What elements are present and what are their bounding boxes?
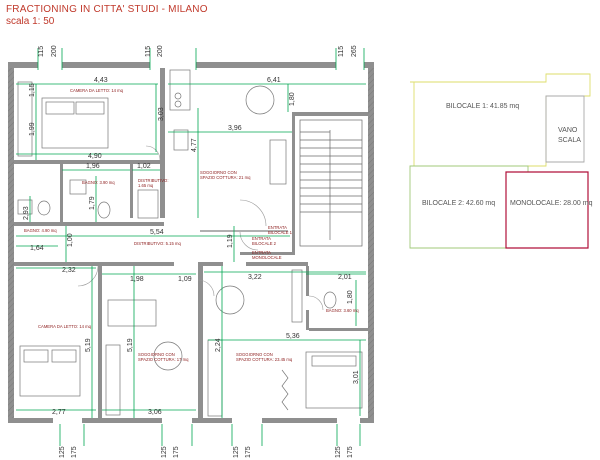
room-label-entrata-2: ENTRATA BILOCALE 2 [252, 236, 277, 246]
room-label-soggiorno-2: SOGGIORNO CON SPAZIO COTTURA: 17 mq [138, 352, 189, 362]
table-2 [153, 341, 183, 371]
monolocale-outline [505, 171, 589, 249]
dim-306: 3,06 [148, 409, 162, 416]
furniture [17, 69, 363, 417]
washbasin-1 [69, 179, 87, 195]
folding-door [281, 369, 289, 411]
summary-monolocale: MONOLOCALE: 28.00 mq [510, 200, 593, 207]
stair-core [299, 119, 363, 247]
toilet-2 [37, 200, 51, 216]
room-label-bagno-3: BAGNO: 3.60 mq [326, 308, 359, 313]
dim-179: 1,79 [89, 196, 96, 210]
room-label-soggiorno-3: SOGGIORNO CON SPAZIO COTTURA: 23.45 mq [236, 352, 293, 362]
dim-490: 4,90 [88, 153, 102, 160]
dim-519b: 5,19 [127, 338, 134, 352]
bed-1 [41, 97, 109, 149]
dim-301: 3,01 [353, 370, 360, 384]
dim-bot-e: 125 [233, 446, 240, 458]
dim-top-b: 200 [51, 45, 58, 57]
dim-top-d: 200 [157, 45, 164, 57]
dim-115: 1,15 [29, 83, 36, 97]
dim-bot-d: 175 [173, 446, 180, 458]
room-label-entrata-1: ENTRATA BILOCALE 1 [268, 225, 293, 235]
room-label-entrata-mono: ENTRATA MONOLOCALE [252, 250, 282, 260]
dim-199: 1,99 [29, 122, 36, 136]
page-title: FRACTIONING IN CITTA' STUDI - MILANO [6, 4, 208, 15]
dim-top-f: 265 [351, 45, 358, 57]
summary-scala: SCALA [558, 137, 581, 144]
dim-109: 1,09 [178, 276, 192, 283]
dim-100: 1,00 [67, 233, 74, 247]
bed-3 [305, 351, 363, 409]
dim-bot-g: 125 [335, 446, 342, 458]
scale-label: scala 1: 50 [6, 16, 55, 27]
bed-2 [19, 345, 81, 397]
dim-top-c: 115 [145, 46, 152, 57]
dim-180a: 1,80 [289, 92, 296, 106]
walls [8, 62, 374, 423]
dim-top-a: 115 [38, 46, 45, 57]
room-label-bagno-2: BAGNO: 4.90 mq [24, 228, 57, 233]
dim-119: 1,19 [227, 234, 234, 248]
bilocale-1-outline [410, 73, 591, 167]
dimension-lines [16, 48, 366, 446]
kitchen-2 [105, 344, 121, 416]
dim-396: 3,96 [228, 125, 242, 132]
bilocale-2-outline [409, 165, 529, 249]
sofa-1 [269, 139, 287, 185]
vano-scala-outline [545, 95, 585, 163]
shower-1 [137, 189, 159, 219]
dim-198: 1,98 [130, 276, 144, 283]
room-label-distributivo-1: DISTRIBUTIVO: 1.65 mq [138, 178, 170, 188]
dim-641: 6,41 [267, 77, 281, 84]
shower-3 [291, 269, 303, 323]
dim-519a: 5,19 [85, 338, 92, 352]
dim-bot-a: 125 [59, 446, 66, 458]
room-label-camera-2: CAMERA DA LETTO: 14 mq [38, 324, 92, 329]
dim-536: 5,36 [286, 333, 300, 340]
summary-bilocale-1: BILOCALE 1: 41.85 mq [446, 103, 519, 110]
dim-232: 2,32 [62, 267, 76, 274]
toilet-1 [97, 201, 111, 219]
dim-224: 2,24 [215, 338, 222, 352]
toilet-3 [323, 291, 337, 309]
room-label-soggiorno-1: SOGGIORNO CON SPAZIO COTTURA: 21 mq [200, 170, 251, 180]
dim-180b: 1,80 [347, 290, 354, 304]
dim-164: 1,64 [30, 245, 44, 252]
dim-554: 5,54 [150, 229, 164, 236]
washbasin-2 [17, 199, 33, 215]
dim-196: 1,96 [86, 163, 100, 170]
summary-diagram [409, 73, 591, 249]
dim-443: 4,43 [94, 77, 108, 84]
dim-102: 1,02 [137, 163, 151, 170]
summary-bilocale-2: BILOCALE 2: 42.60 mq [422, 200, 495, 207]
kitchen-1 [169, 69, 191, 111]
room-label-bagno-1: BAGNO: 3.90 mq [82, 180, 115, 185]
wardrobe-1 [17, 81, 33, 157]
wall-hatching [8, 68, 374, 418]
fridge-1 [173, 129, 189, 151]
dim-bot-c: 125 [161, 446, 168, 458]
dim-bot-b: 175 [71, 446, 78, 458]
dim-277: 2,77 [52, 409, 66, 416]
room-label-distributivo-2: DISTRIBUTIVO: 5.15 mq [134, 241, 181, 246]
dim-477: 4,77 [191, 138, 198, 152]
table-3 [215, 285, 245, 315]
dim-201: 2,01 [338, 274, 352, 281]
summary-vano: VANO [558, 127, 578, 134]
dim-bot-f: 175 [245, 446, 252, 458]
dim-293: 2,93 [23, 206, 30, 220]
dim-322: 3,22 [248, 274, 262, 281]
dim-top-e: 115 [338, 46, 345, 57]
table-1 [245, 85, 275, 115]
dim-303: 3,03 [158, 107, 165, 121]
sofa-2 [107, 299, 157, 327]
room-label-camera-1: CAMERA DA LETTO: 14 mq [70, 88, 124, 93]
dim-bot-h: 175 [347, 446, 354, 458]
